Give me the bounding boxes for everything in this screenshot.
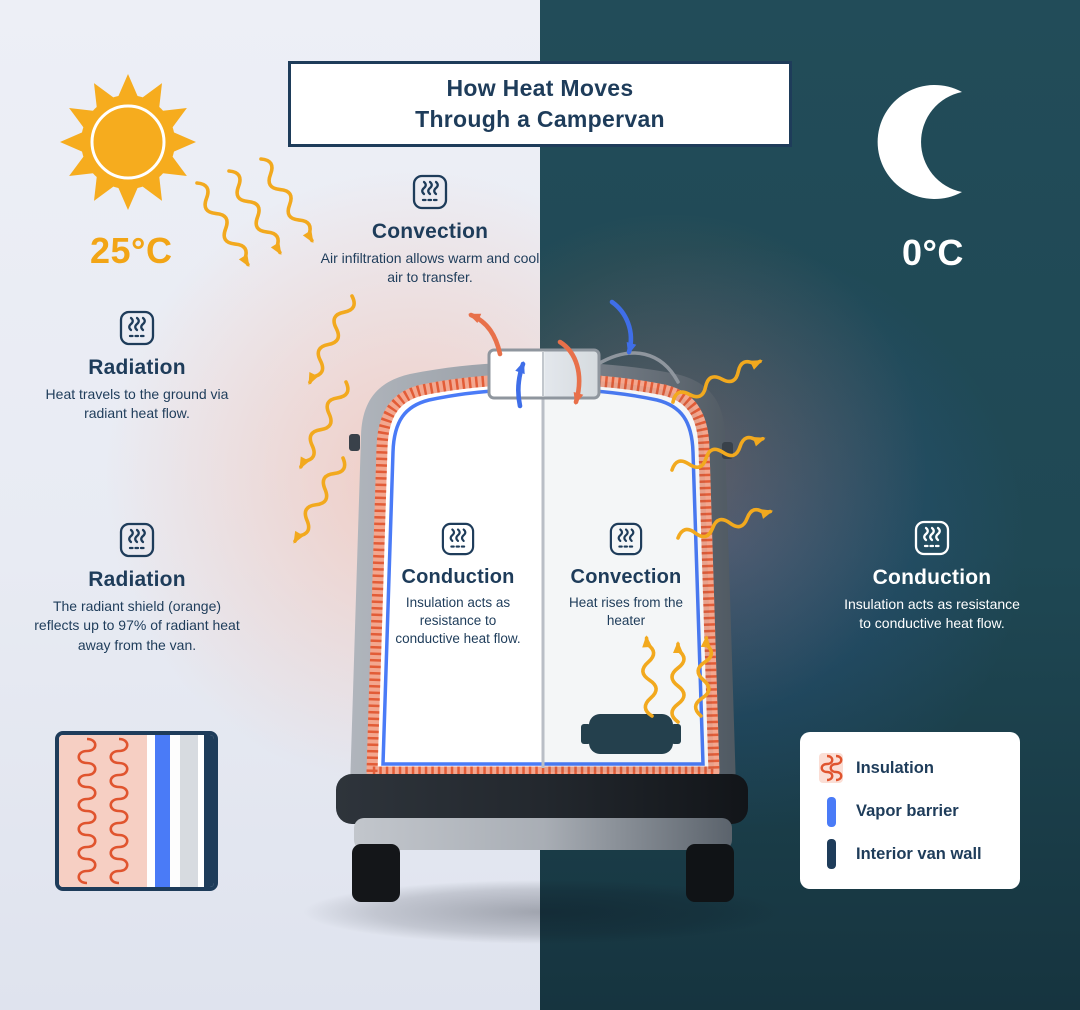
campervan-illustration — [303, 348, 783, 944]
heater-convection-arrows — [641, 635, 714, 724]
section-body: Air infiltration allows warm and cool ai… — [320, 250, 540, 286]
vapor-barrier-layer-swatch — [155, 735, 170, 887]
page-title-line2: Through a Campervan — [415, 106, 665, 132]
bumper-trim — [354, 818, 732, 850]
section-body: Insulation acts as resistance to conduct… — [395, 595, 521, 647]
legend-label: Insulation — [856, 758, 934, 777]
section-heading: Conduction — [872, 566, 992, 589]
radiation-shield-section: Radiation The radiant shield (orange) re… — [32, 522, 242, 655]
night-door-tint — [544, 380, 714, 772]
section-heading: Conduction — [401, 566, 515, 588]
legend-item-insulation: Insulation — [818, 752, 1002, 784]
wall-gap-layer — [170, 735, 180, 887]
radiation-icon — [119, 310, 155, 351]
legend-label: Vapor barrier — [856, 802, 959, 820]
section-heading: Radiation — [88, 356, 186, 379]
cool-air-arrow-down — [609, 299, 637, 355]
vent-cable — [596, 351, 680, 384]
convection-icon — [609, 522, 643, 561]
interior-wall-layer-swatch — [204, 735, 214, 887]
day-temperature: 25°C — [90, 230, 173, 271]
reflected-radiation-arrows — [293, 294, 356, 544]
sun-radiation-arrows — [195, 157, 314, 267]
moon-icon — [877, 84, 962, 199]
radiation-icon — [119, 522, 155, 563]
vapor-barrier-swatch — [818, 796, 844, 827]
legend-item-vapor-barrier: Vapor barrier — [818, 796, 1002, 827]
escaping-heat-arrows — [670, 359, 774, 540]
section-heading: Convection — [570, 566, 682, 588]
conduction-icon — [914, 520, 950, 561]
wall-cross-section-diagram — [55, 731, 218, 891]
convection-heater-section: Convection Heat rises from the heater — [556, 522, 696, 630]
wall-panel-layer — [180, 735, 198, 887]
insulation-layer — [366, 373, 720, 778]
interior-wall-swatch — [818, 839, 844, 869]
rear-bumper — [336, 774, 748, 824]
van-shadow — [303, 880, 783, 944]
section-body: Heat rises from the heater — [568, 595, 684, 629]
section-body: Insulation acts as resistance to conduct… — [844, 596, 1020, 632]
conduction-day-section: Conduction Insulation acts as resistance… — [388, 522, 528, 649]
insulation-swatch-icon — [818, 752, 844, 784]
night-temperature: 0°C — [902, 232, 964, 273]
title-box: How Heat Moves Through a Campervan — [288, 61, 792, 147]
heater — [581, 714, 681, 754]
right-wheel — [686, 844, 734, 902]
sun-icon — [60, 74, 196, 210]
wall-gap-layer — [147, 735, 155, 887]
cool-air-arrow-up — [515, 361, 526, 409]
convection-top-section: Convection Air infiltration allows warm … — [320, 174, 540, 288]
left-wheel — [352, 844, 400, 902]
section-heading: Radiation — [88, 568, 186, 591]
radiation-ground-section: Radiation Heat travels to the ground via… — [42, 310, 232, 424]
conduction-icon — [441, 522, 475, 561]
legend-label: Interior van wall — [856, 844, 982, 863]
legend-item-interior-wall: Interior van wall — [818, 839, 1002, 869]
page-title-line1: How Heat Moves — [446, 74, 634, 101]
convection-icon — [412, 174, 448, 215]
section-body: The radiant shield (orange) reflects up … — [34, 598, 240, 653]
conduction-night-section: Conduction Insulation acts as resistance… — [842, 520, 1022, 634]
wall-gap-layer — [198, 735, 204, 887]
left-mirror — [349, 434, 360, 451]
section-heading: Convection — [371, 220, 489, 243]
warm-air-arrow-up — [468, 312, 503, 357]
insulation-layer-swatch — [59, 735, 147, 887]
legend: Insulation Vapor barrier Interior van wa… — [800, 732, 1020, 889]
section-body: Heat travels to the ground via radiant h… — [45, 386, 229, 422]
warm-air-arrow-down — [557, 339, 584, 405]
